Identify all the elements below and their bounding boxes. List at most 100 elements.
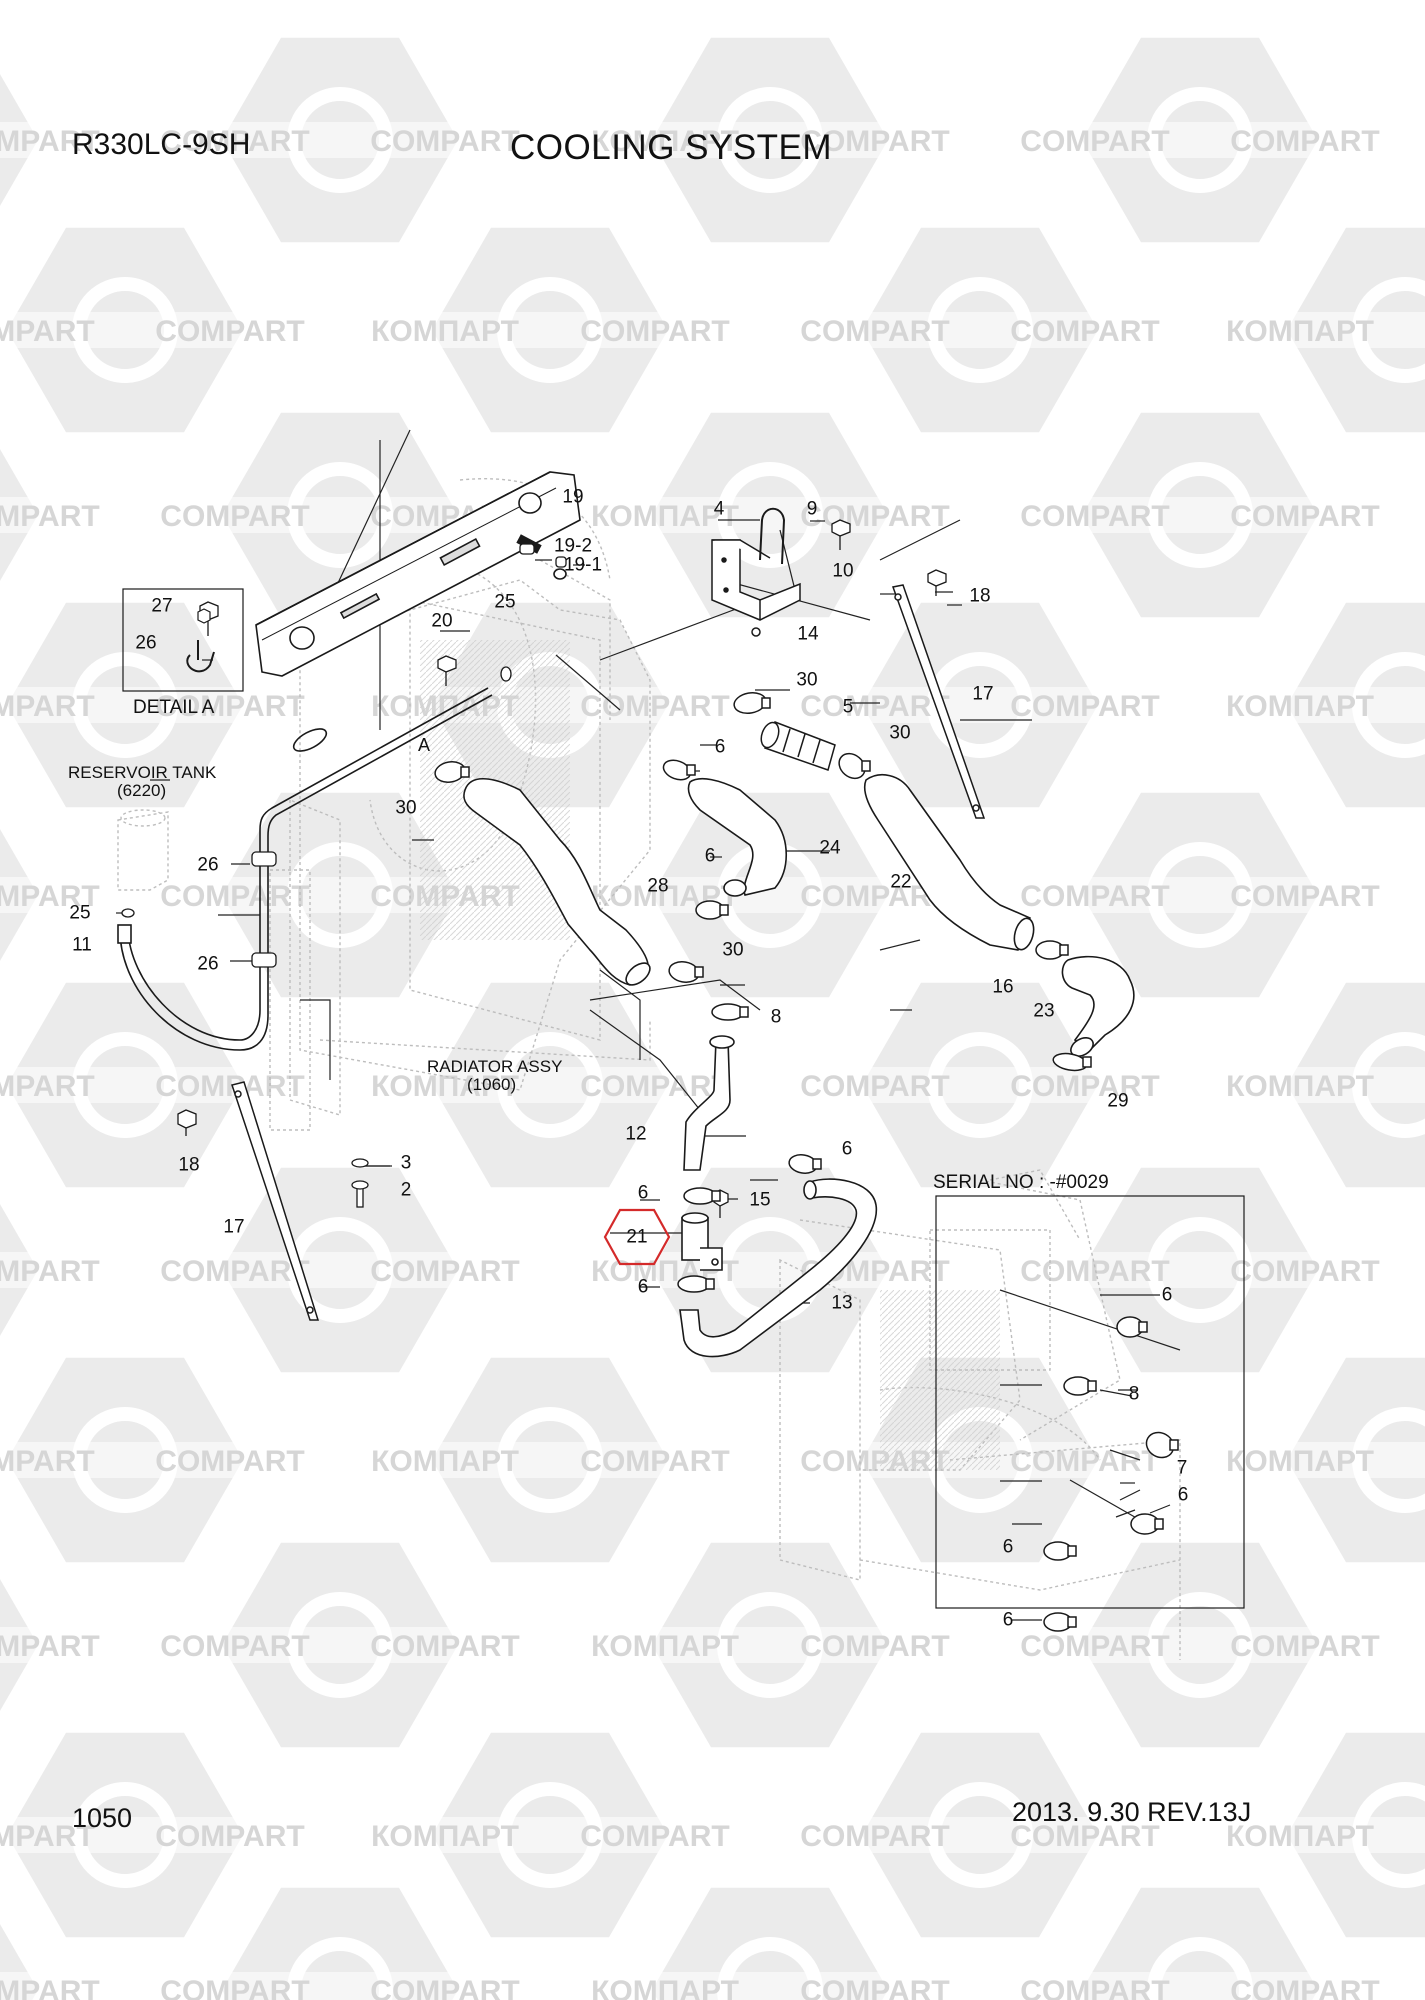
part-label-11: 11	[72, 934, 92, 956]
clamp-screw	[761, 697, 771, 709]
watermark-text: COMPART	[580, 1070, 729, 1103]
part-label-6-s1: 6	[1161, 1284, 1173, 1306]
watermark-tile: COMPART COMPART	[985, 1542, 1415, 1748]
clamp-screw	[694, 966, 704, 978]
part-label-30-a: 30	[796, 669, 818, 691]
part-label-10: 10	[832, 560, 854, 582]
watermark-tile: КОМПАРТ COMPART	[335, 982, 765, 1188]
watermark-text: COMPART	[155, 1445, 304, 1478]
hose-22	[863, 774, 1035, 951]
part-label-13: 13	[831, 1292, 853, 1314]
part-label-4: 4	[713, 498, 725, 520]
hose-24	[687, 778, 787, 897]
watermark-text: COMPART	[1020, 880, 1169, 913]
watermark-tile: COMPART COMPART	[0, 227, 340, 433]
watermark-tile: COMPART COMPART	[0, 1357, 340, 1563]
watermark-text: COMPART	[1020, 500, 1169, 533]
clamp-screw	[1067, 1545, 1077, 1557]
model-code: R330LC-9SH	[72, 128, 251, 161]
part-label-21: 21	[626, 1226, 648, 1248]
watermark-text: COMPART	[155, 1070, 304, 1103]
part-label-6-s4: 6	[1002, 1609, 1014, 1631]
watermark-text: COMPART	[0, 1070, 95, 1103]
page-number: 1050	[72, 1803, 133, 1833]
watermark-text: COMPART	[1230, 1630, 1379, 1663]
watermark-text: COMPART	[155, 315, 304, 348]
watermark-text: COMPART	[0, 315, 95, 348]
part-label-24: 24	[819, 837, 841, 859]
hose-23	[1061, 955, 1135, 1057]
hose-clamps	[434, 692, 1179, 1632]
watermark-text: COMPART	[800, 1630, 949, 1663]
watermark-tile: COMPART COMPART	[125, 37, 555, 243]
clamp-screw	[705, 1278, 715, 1290]
clamp-screw	[1138, 1321, 1148, 1333]
watermark-text: КОМПАРТ	[371, 1070, 519, 1103]
highlight-hexagon	[603, 1208, 671, 1266]
part-label-9: 9	[806, 498, 818, 520]
watermark-text: COMPART	[0, 880, 100, 913]
watermark-text: COMPART	[800, 690, 949, 723]
watermark-text: COMPART	[370, 1255, 519, 1288]
watermark-text: КОМПАРТ	[591, 125, 739, 158]
part-label-3: 3	[400, 1152, 412, 1174]
bracket-4	[711, 507, 801, 637]
pipe-13	[679, 1178, 878, 1358]
part-label-6-s2: 6	[1177, 1484, 1189, 1506]
clamp-screw	[460, 766, 470, 778]
part-label-14: 14	[797, 623, 819, 645]
part-label-26-b: 26	[197, 953, 219, 975]
part-label-7-s: 7	[1176, 1457, 1188, 1479]
hose-clamp	[683, 1187, 717, 1205]
watermark-text: COMPART	[370, 125, 519, 158]
radiator-assy-ref: (1060)	[467, 1075, 517, 1094]
radiator-assy-caption: RADIATOR ASSY	[427, 1057, 563, 1076]
revision-date: 2013. 9.30 REV.13J	[1012, 1797, 1252, 1827]
stays	[231, 584, 986, 1321]
watermark-text: COMPART	[1010, 315, 1159, 348]
part-label-15: 15	[749, 1189, 771, 1211]
watermark-text: COMPART	[0, 1820, 95, 1853]
watermark-text: COMPART	[160, 1975, 309, 2000]
part-label-6-b: 6	[704, 845, 716, 867]
watermark-text: COMPART	[1230, 1975, 1379, 2000]
hose-5	[760, 721, 836, 771]
detail-a-caption: DETAIL A	[133, 697, 215, 718]
watermark-text: COMPART	[1020, 125, 1169, 158]
watermark-text: COMPART	[1010, 690, 1159, 723]
watermark-text: COMPART	[370, 1975, 519, 2000]
watermark-text: COMPART	[0, 1975, 100, 2000]
watermark-text: КОМПАРТ	[1226, 1070, 1374, 1103]
radiator-assembly-ghost	[269, 478, 1181, 1660]
watermark-text: COMPART	[1020, 1630, 1169, 1663]
part-label-19-2: 19-2	[553, 535, 593, 557]
part-label-25-top: 25	[494, 591, 516, 613]
part-label-28: 28	[647, 875, 669, 897]
detail-a-marker: A	[418, 735, 431, 755]
watermark-text: COMPART	[160, 125, 309, 158]
part-label-29: 29	[1107, 1090, 1129, 1112]
watermark-text: COMPART	[0, 1255, 100, 1288]
part-label-6-s3: 6	[1002, 1536, 1014, 1558]
clamp-screw	[1067, 1616, 1077, 1628]
watermark-text: COMPART	[0, 1445, 95, 1478]
